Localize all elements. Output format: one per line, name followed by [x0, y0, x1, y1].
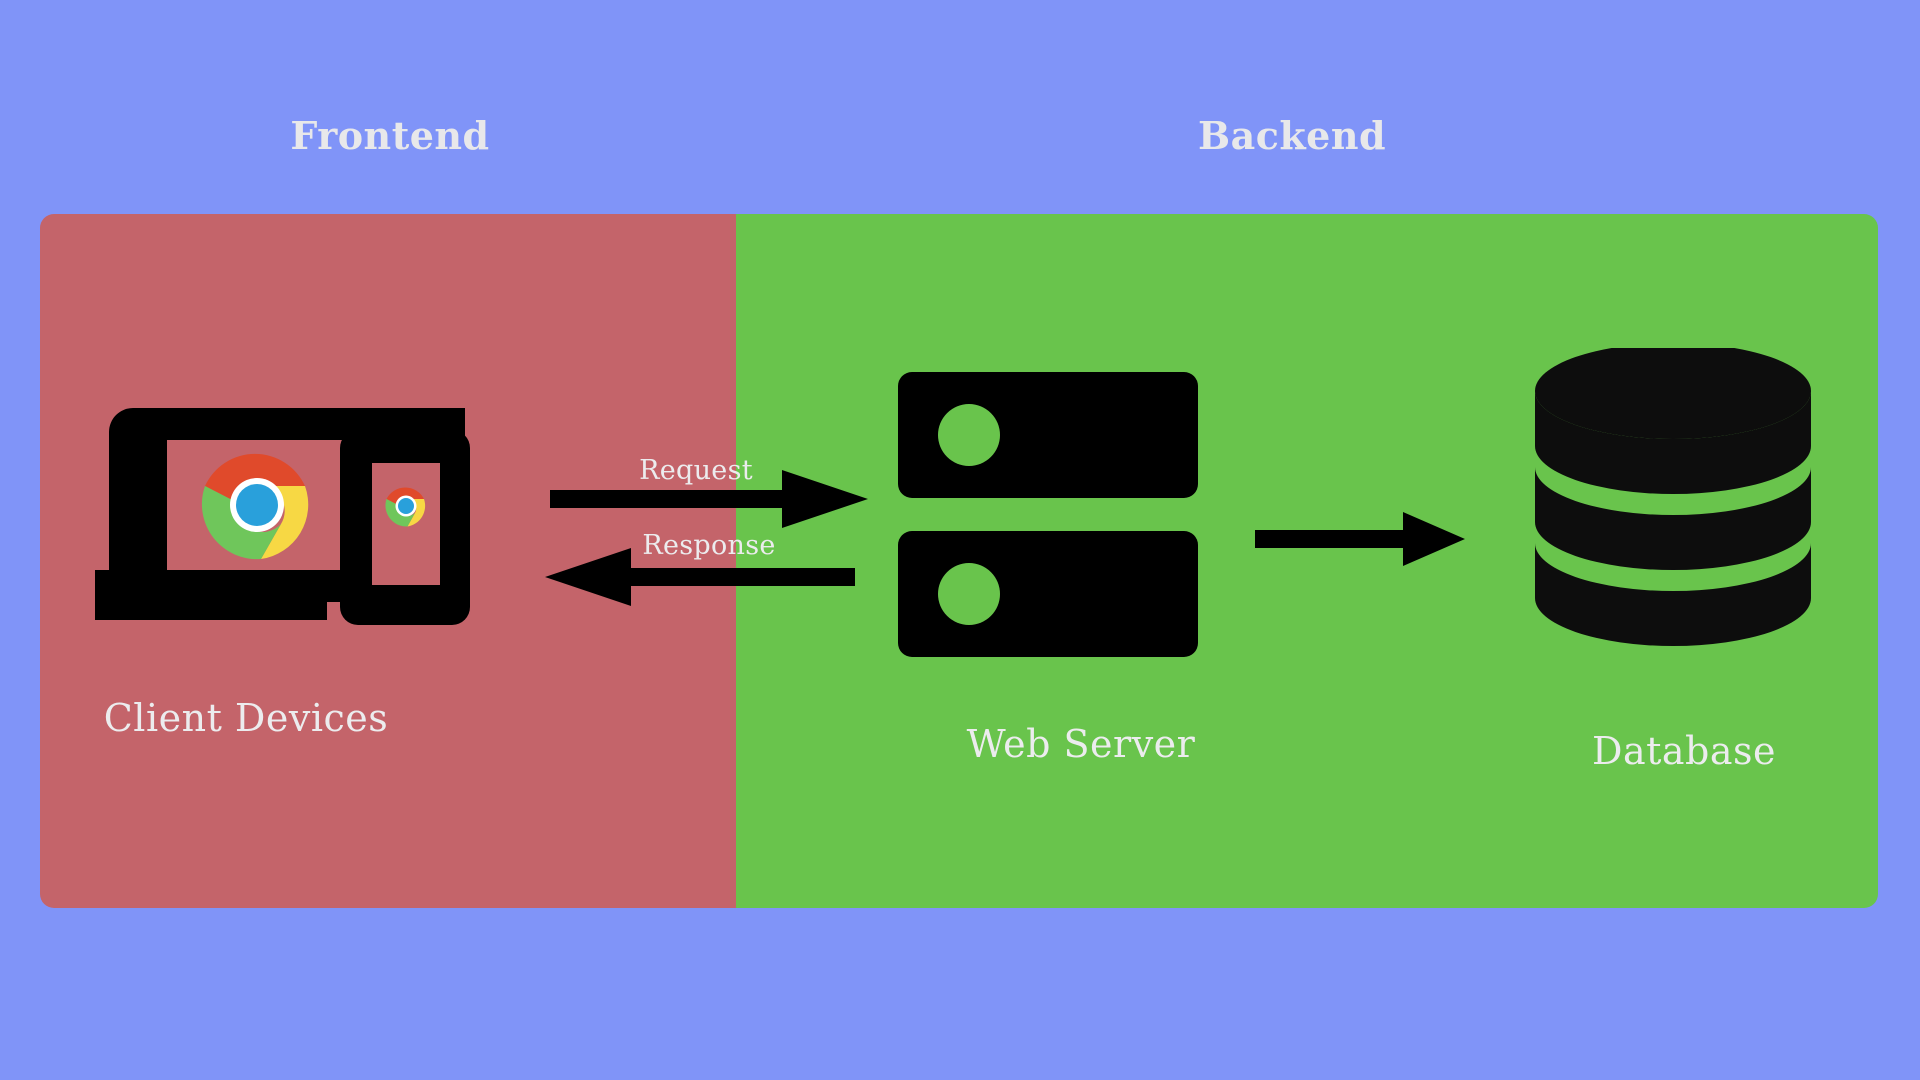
- section-heading-frontend: Frontend: [290, 113, 490, 158]
- phone-icon: [340, 430, 470, 625]
- node-label-web-server: Web Server: [966, 722, 1196, 766]
- server-rack-icon: [898, 372, 1198, 657]
- arrow-request: [550, 470, 868, 528]
- database-cylinder-icon: [1535, 348, 1811, 646]
- arrow-label-response: Response: [642, 530, 776, 561]
- client-devices-icon: [95, 408, 470, 625]
- server-unit-top: [898, 372, 1198, 498]
- arrow-label-request: Request: [639, 455, 753, 486]
- server-unit-bottom: [898, 531, 1198, 657]
- section-heading-backend: Backend: [1197, 113, 1387, 158]
- arrow-response: [545, 548, 855, 606]
- chrome-logo-small-icon: [385, 487, 426, 527]
- chrome-logo-large-icon: [201, 453, 309, 560]
- arrow-server-to-database: [1255, 512, 1465, 566]
- node-label-client-devices: Client Devices: [103, 696, 389, 740]
- node-label-database: Database: [1591, 729, 1777, 773]
